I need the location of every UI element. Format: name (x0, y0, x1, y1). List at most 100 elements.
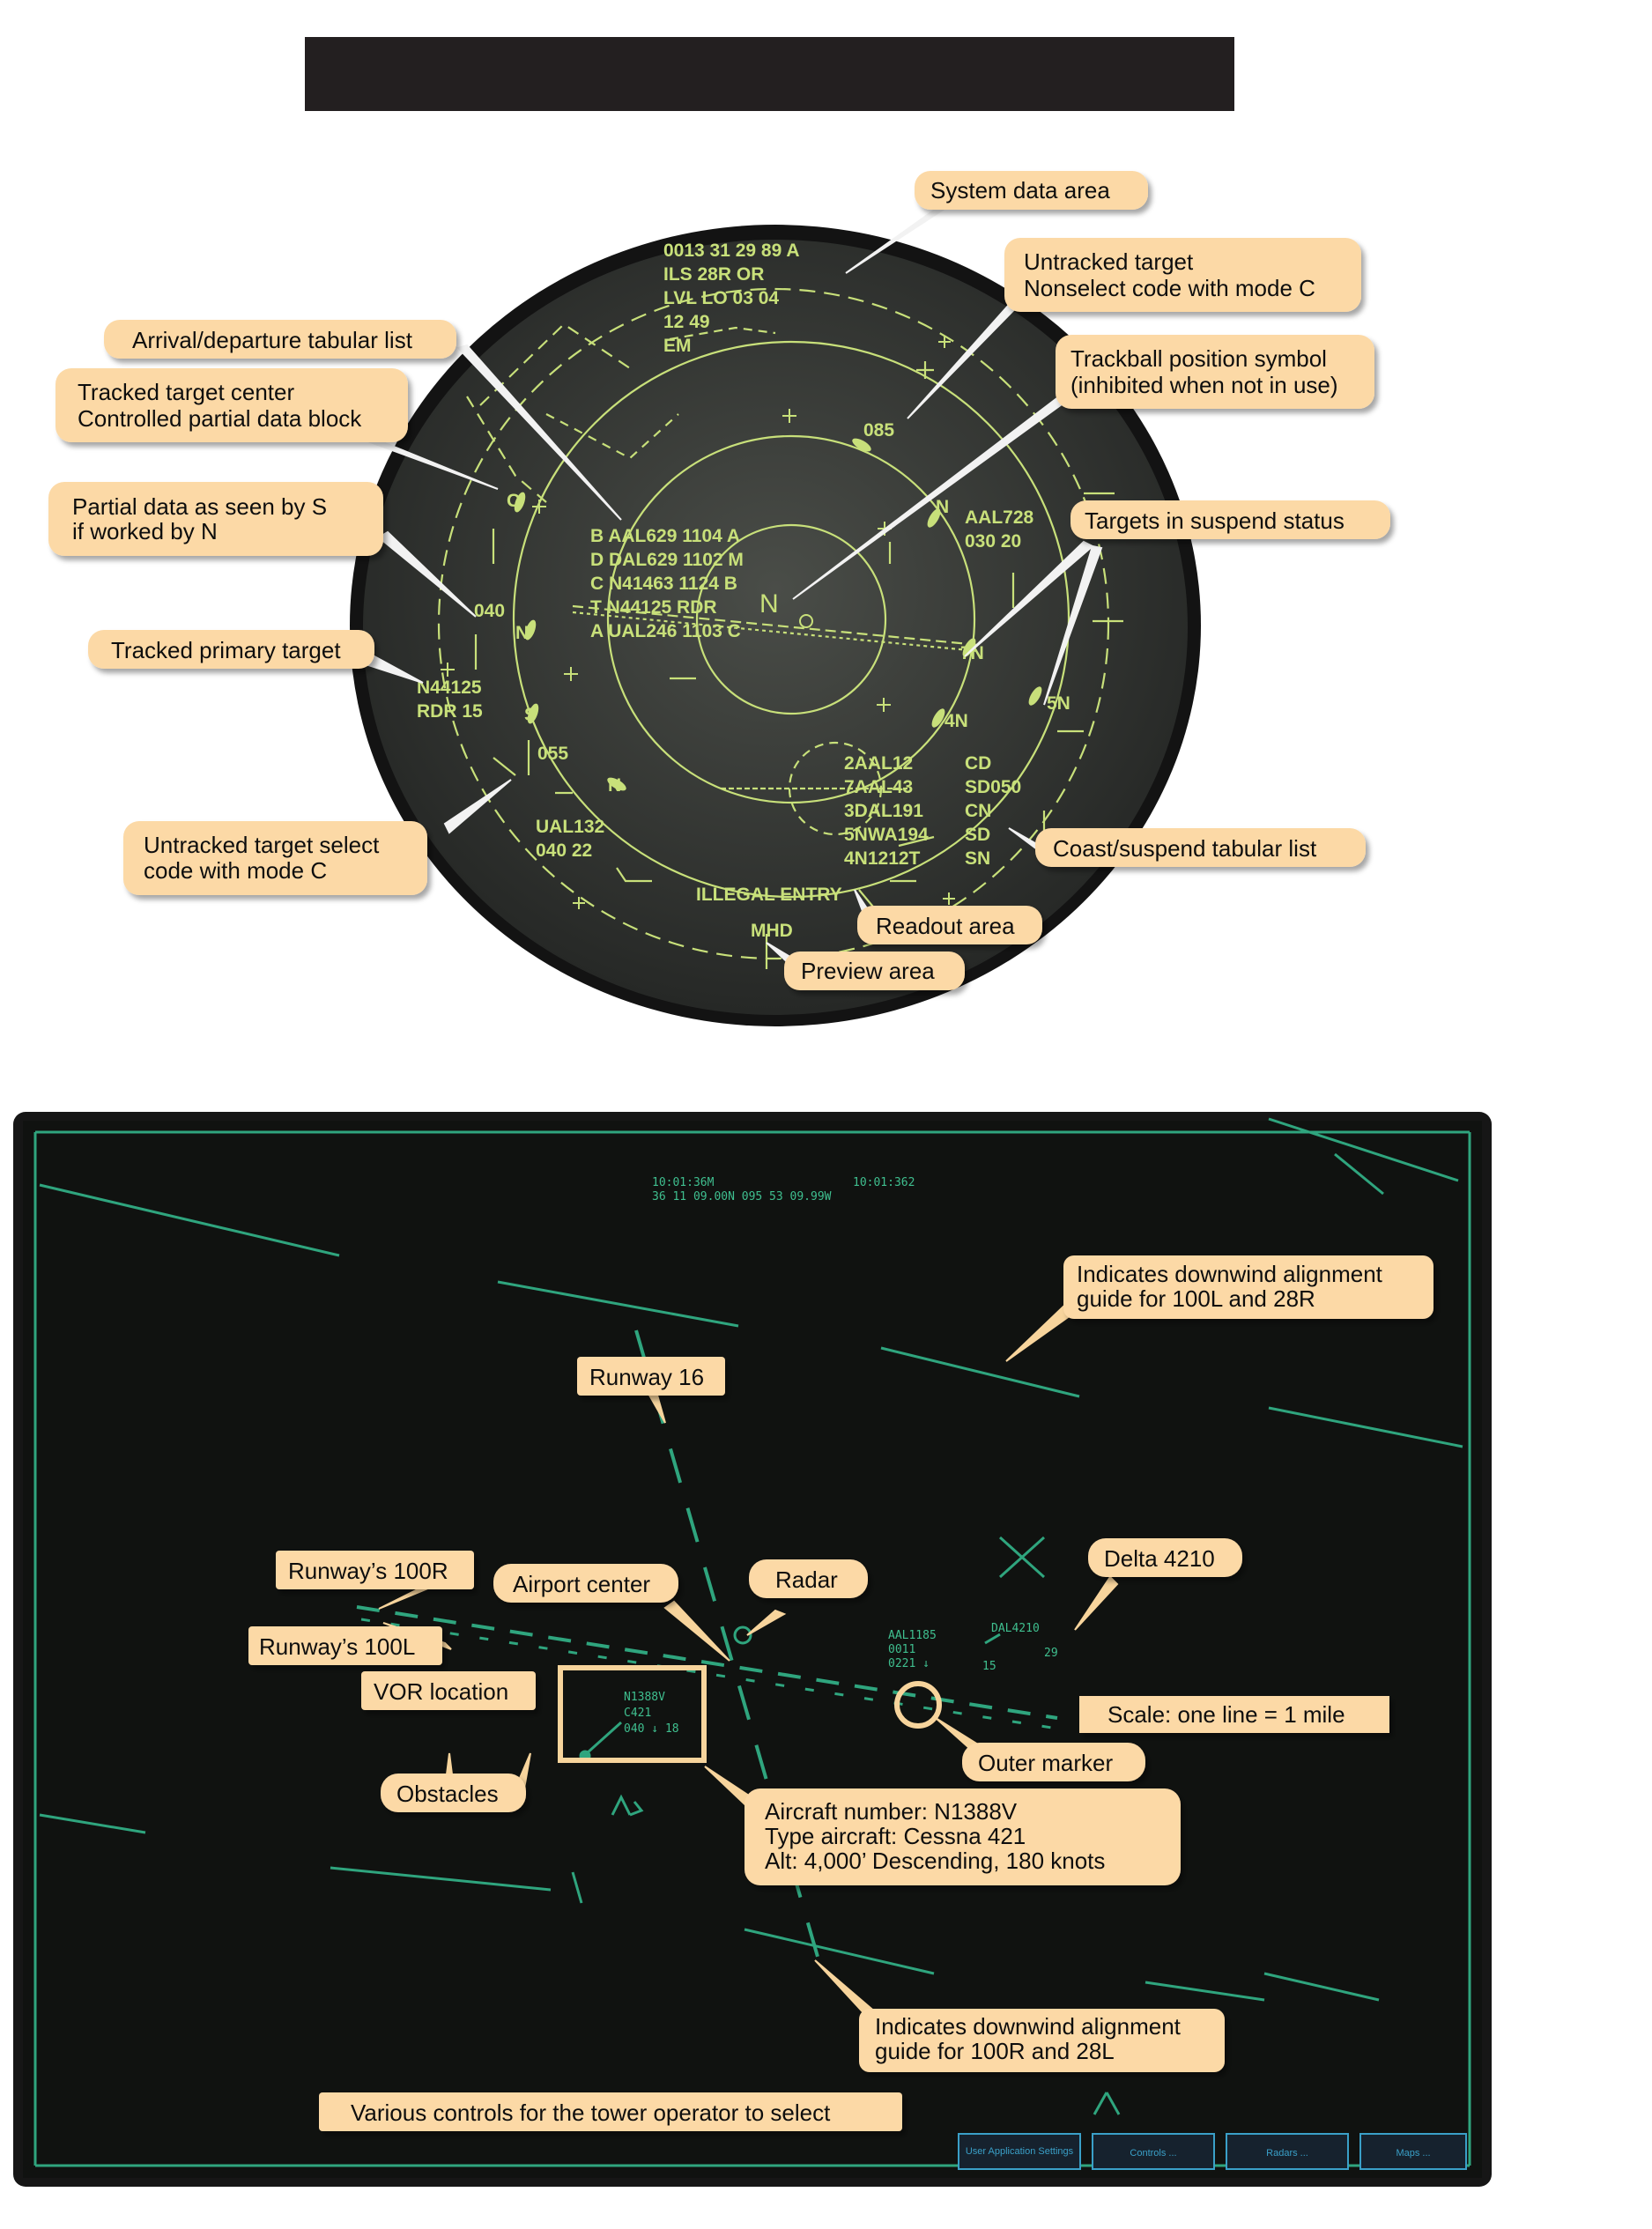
callout-text: VOR location (374, 1678, 508, 1705)
tag-delta-4210: DAL4210 (991, 1622, 1040, 1635)
tag-cluster-line: 0221 ↓ (888, 1657, 930, 1670)
system-data-line: LVL LO 03 04 (663, 288, 779, 308)
callout-text: Targets in suspend status (1085, 507, 1345, 534)
title-bar (305, 37, 1234, 111)
tag-cluster-line: AAL1185 (888, 1629, 937, 1642)
callout-partial-data: Partial data as seen by S if worked by N (48, 482, 383, 556)
data-block-ual132: UAL132 (536, 817, 604, 837)
tag-cluster-num: 15 (982, 1660, 996, 1673)
tag-n1388v-alt: 040 ↓ 18 (624, 1722, 679, 1736)
system-data-line: EM (663, 336, 692, 356)
callout-runway-100r: Runway’s 100R (276, 1551, 474, 1589)
position-readout: 36 11 09.00N 095 53 09.99W (652, 1190, 832, 1203)
callout-system-data-area: System data area (915, 171, 1148, 210)
highlight-box-n1388v (558, 1665, 707, 1763)
data-block-aal728: AAL728 (965, 507, 1034, 528)
list-item: 2AAL12 (844, 753, 913, 774)
callout-airport-center: Airport center (493, 1564, 678, 1603)
controls-button[interactable]: Controls ... (1092, 2133, 1215, 2170)
tag-n1388v-type: C421 (624, 1707, 651, 1720)
list-item-status: SD (965, 825, 990, 845)
callout-text: Tracked primary target (111, 637, 341, 663)
position-symbol-n: N (515, 623, 529, 643)
suspend-5n: 5N (1047, 693, 1070, 714)
readout-area-text: ILLEGAL ENTRY (696, 885, 842, 905)
callout-coast-suspend: Coast/suspend tabular list (1035, 828, 1366, 867)
callout-text: Airport center (513, 1571, 650, 1597)
callout-text: Indicates downwind alignment (875, 2013, 1182, 2040)
preview-area-text: MHD (751, 921, 793, 941)
data-block-aal728-alt: 030 20 (965, 531, 1021, 552)
callout-targets-suspend: Targets in suspend status (1070, 500, 1390, 539)
callout-downwind-top: Indicates downwind alignment guide for 1… (1063, 1255, 1433, 1319)
callout-text: Outer marker (978, 1750, 1113, 1776)
callout-text: System data area (930, 177, 1110, 204)
callout-text: (inhibited when not in use) (1070, 372, 1338, 398)
callout-text: Runway’s 100L (259, 1633, 415, 1660)
callout-downwind-bottom: Indicates downwind alignment guide for 1… (859, 2009, 1225, 2072)
position-symbol-s: S (524, 705, 537, 725)
callout-tracked-primary: Tracked primary target (88, 630, 374, 669)
callout-untracked-target: Untracked target Nonselect code with mod… (1004, 238, 1361, 312)
button-label: Maps ... (1396, 2148, 1430, 2159)
callout-outer-marker: Outer marker (962, 1743, 1145, 1781)
callout-text: Runway 16 (589, 1364, 704, 1390)
callout-arrival-departure: Arrival/departure tabular list (104, 320, 456, 359)
data-block-040: 040 (474, 601, 505, 621)
callout-text: Scale: one line = 1 mile (1108, 1701, 1345, 1728)
callout-scale: Scale: one line = 1 mile (1079, 1696, 1389, 1733)
callout-text: Aircraft number: N1388V (765, 1798, 1018, 1825)
callout-tracked-target-center: Tracked target center Controlled partial… (56, 368, 408, 442)
callout-text: guide for 100R and 28L (875, 2038, 1115, 2064)
callout-runway-100l: Runway’s 100L (248, 1626, 442, 1665)
callout-text: code with mode C (144, 857, 327, 884)
callout-delta-4210: Delta 4210 (1088, 1538, 1242, 1577)
radars-button[interactable]: Radars ... (1226, 2133, 1349, 2170)
list-item: A UAL246 1103 C (590, 621, 741, 641)
user-application-settings-button[interactable]: User Application Settings (958, 2133, 1081, 2170)
callout-text: Obstacles (396, 1781, 499, 1807)
list-item: 3DAL191 (844, 801, 923, 821)
callout-text: Trackball position symbol (1070, 345, 1327, 372)
callout-text: Alt: 4,000’ Descending, 180 knots (765, 1848, 1105, 1874)
list-item-status: CN (965, 801, 991, 821)
coast-suspend-list: 2AAL12 CD 7AAL43 SD050 3DAL191 CN 5NWA19… (844, 753, 1021, 869)
top-radar-scope: 0013 31 29 89 A ILS 28R OR LVL LO 03 04 … (350, 206, 1201, 1026)
callout-text: guide for 100L and 28R (1077, 1285, 1315, 1312)
data-block-n44125: N44125 (417, 678, 482, 698)
position-symbol-n: N (759, 589, 779, 618)
system-data-line: ILS 28R OR (663, 264, 764, 285)
callout-trackball: Trackball position symbol (inhibited whe… (1056, 335, 1374, 409)
callout-text: Readout area (876, 913, 1015, 939)
system-data-line: 0013 31 29 89 A (663, 241, 800, 261)
data-block-055: 055 (537, 744, 568, 764)
list-item: C N41463 1124 B (590, 574, 737, 594)
callout-text: Indicates downwind alignment (1077, 1261, 1383, 1287)
callout-text: Preview area (801, 958, 935, 984)
callout-text: Runway’s 100R (288, 1558, 448, 1584)
position-symbol-c: C (507, 491, 520, 511)
maps-button[interactable]: Maps ... (1359, 2133, 1467, 2170)
suspend-7n: 7N (960, 643, 984, 663)
position-symbol-n: N (608, 775, 621, 796)
callout-controls: Various controls for the tower operator … (319, 2092, 902, 2131)
suspend-4n: 4N (945, 711, 968, 731)
list-item: 4N1212T (844, 848, 921, 869)
range-ring-1 (695, 523, 887, 715)
position-symbol-n: N (936, 497, 949, 517)
data-block-085: 085 (863, 420, 894, 441)
data-block-n44125-rdr: RDR 15 (417, 701, 483, 722)
list-item: D DAL629 1102 M (590, 550, 744, 570)
list-item-status: SD050 (965, 777, 1021, 797)
range-ring-2 (606, 434, 976, 804)
tag-n1388v-id: N1388V (624, 1691, 665, 1704)
control-button-bar: User Application Settings Controls ... R… (958, 2133, 1467, 2170)
list-item-status: SN (965, 848, 990, 869)
callout-readout-area: Readout area (857, 906, 1042, 944)
system-data-area: 0013 31 29 89 A ILS 28R OR LVL LO 03 04 … (663, 241, 800, 356)
callout-text: Partial data as seen by S (72, 493, 327, 520)
tag-cluster-line: 0011 (888, 1643, 915, 1656)
list-item-status: CD (965, 753, 991, 774)
callout-text: Delta 4210 (1104, 1545, 1215, 1572)
